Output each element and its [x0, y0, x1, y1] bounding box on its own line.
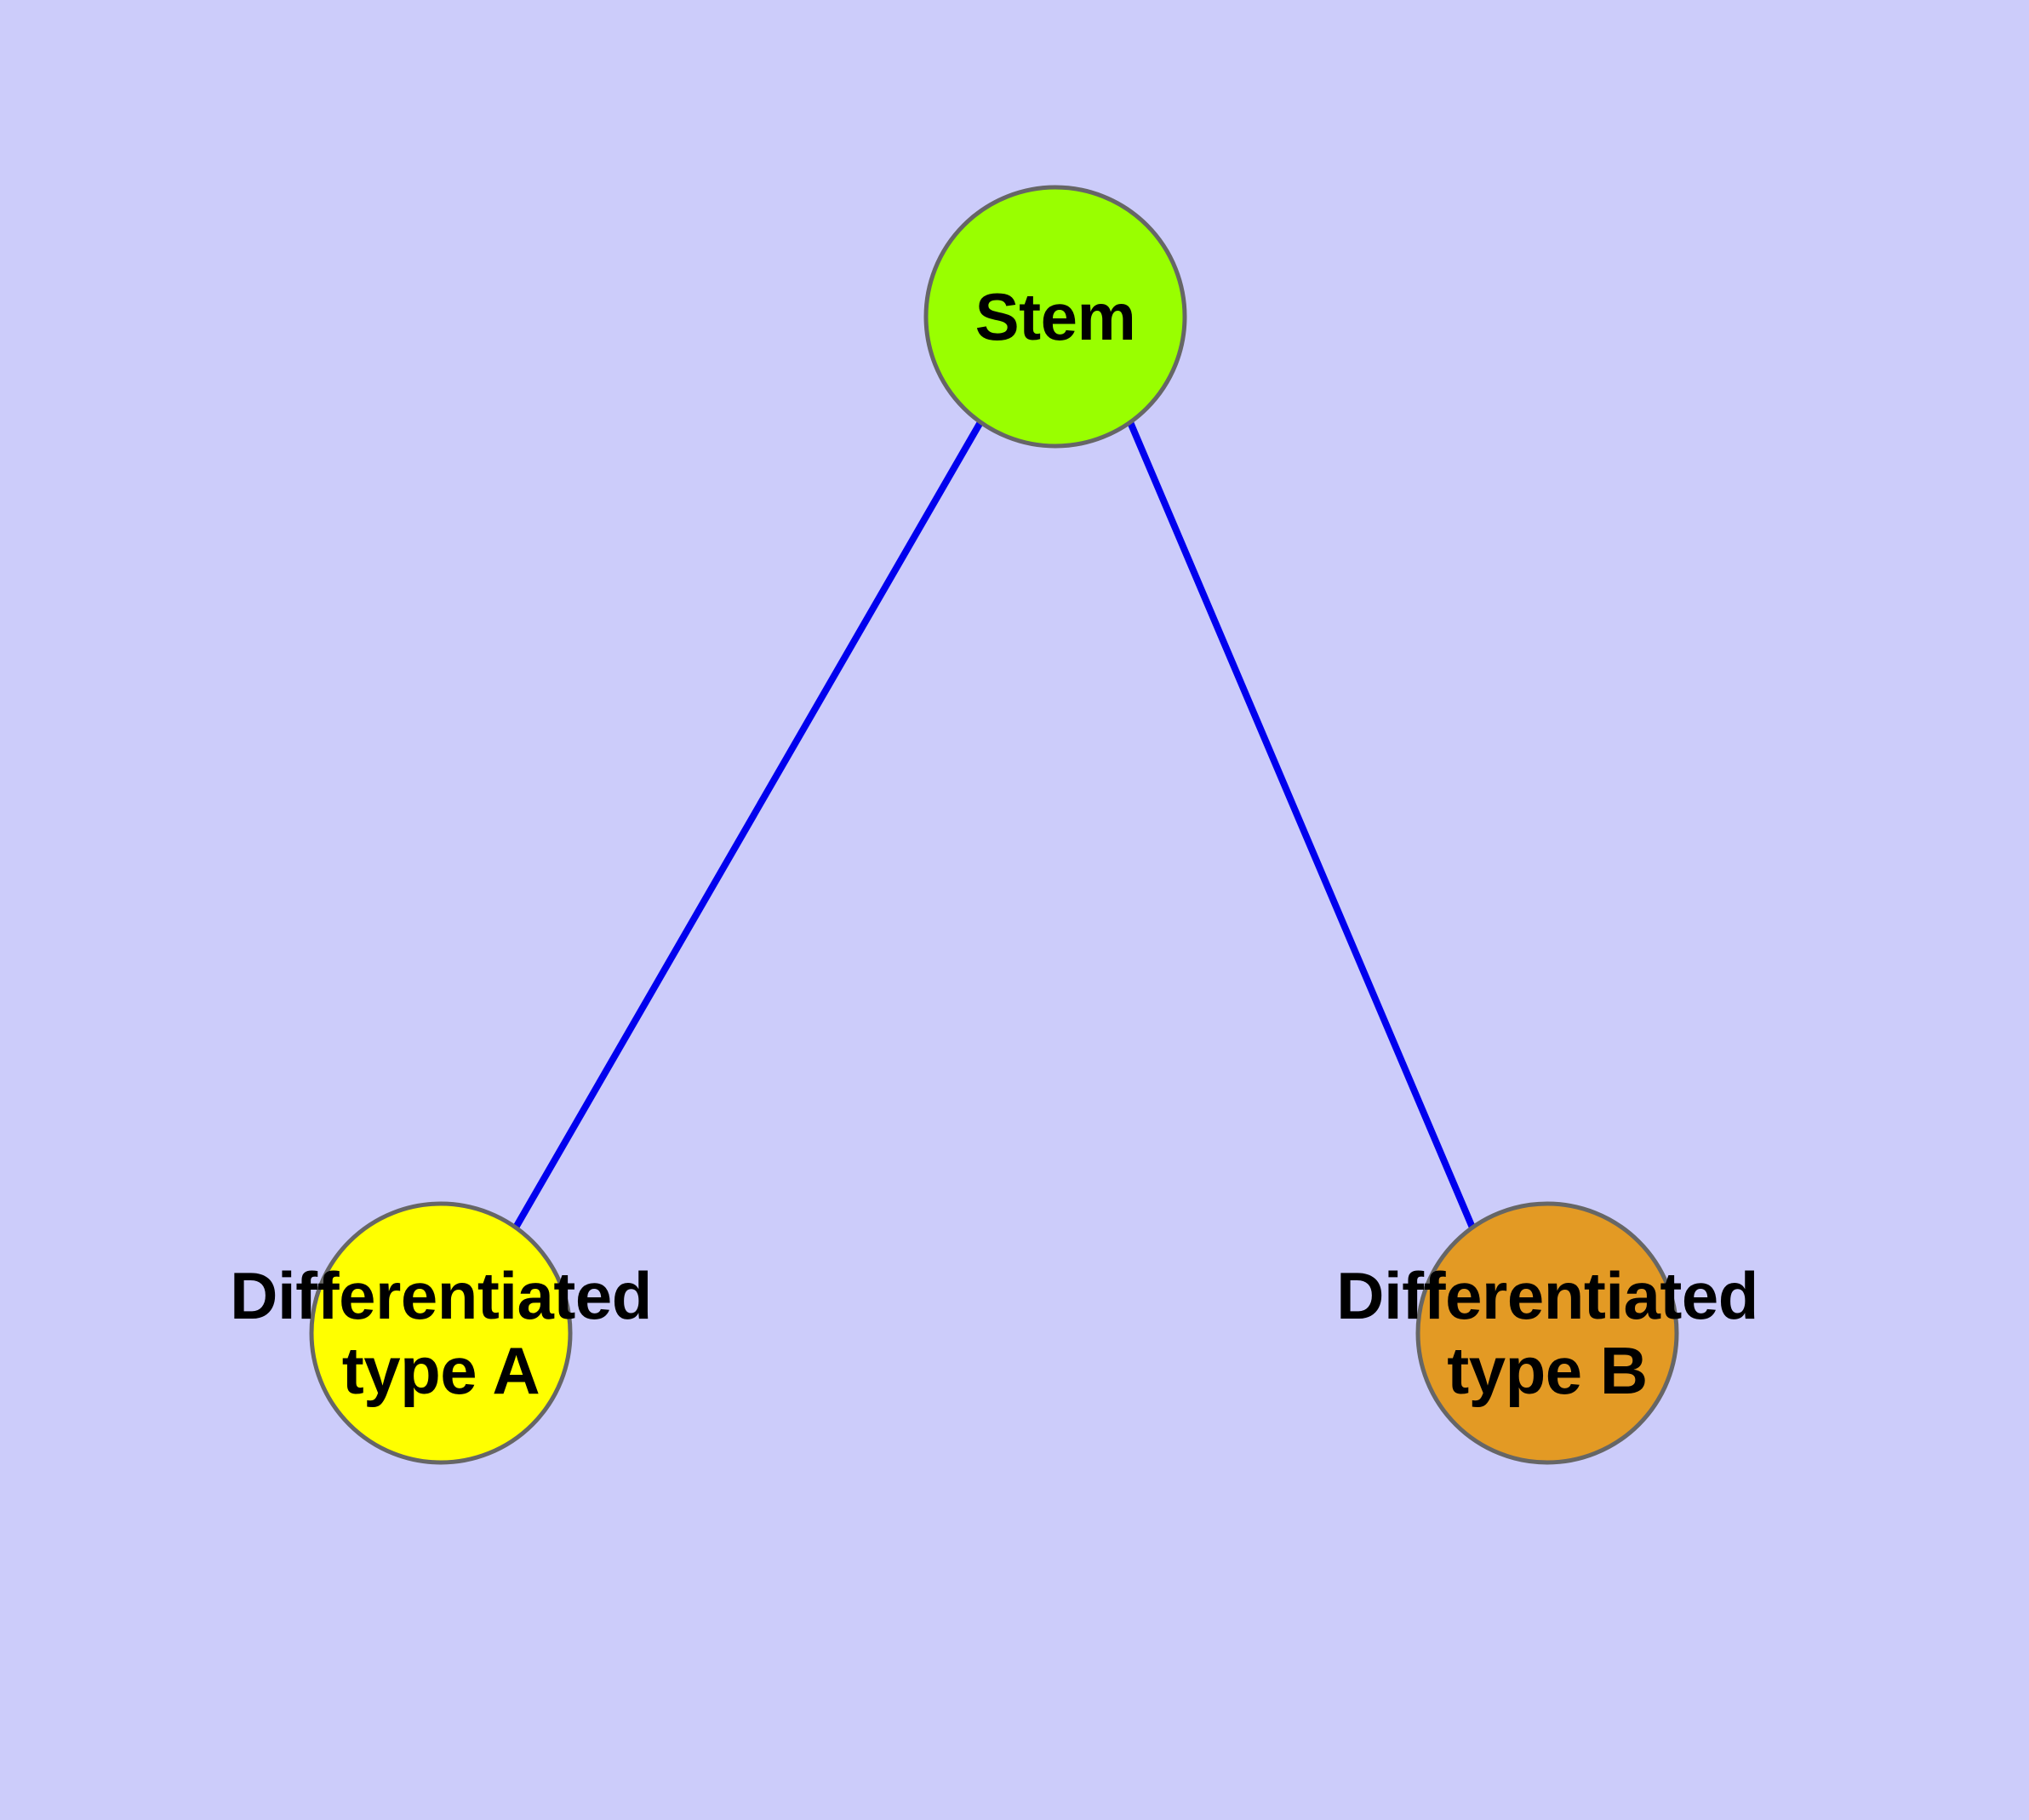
node-differentiated-type-b[interactable] — [1415, 1201, 1679, 1465]
edge-layer — [512, 421, 1476, 1229]
node-differentiated-type-a[interactable] — [309, 1201, 573, 1465]
edge-stem-to-differentiated-a — [512, 421, 984, 1229]
edge-stem-to-differentiated-b — [1127, 421, 1476, 1229]
node-layer — [309, 185, 1679, 1465]
node-stem[interactable] — [923, 185, 1187, 449]
